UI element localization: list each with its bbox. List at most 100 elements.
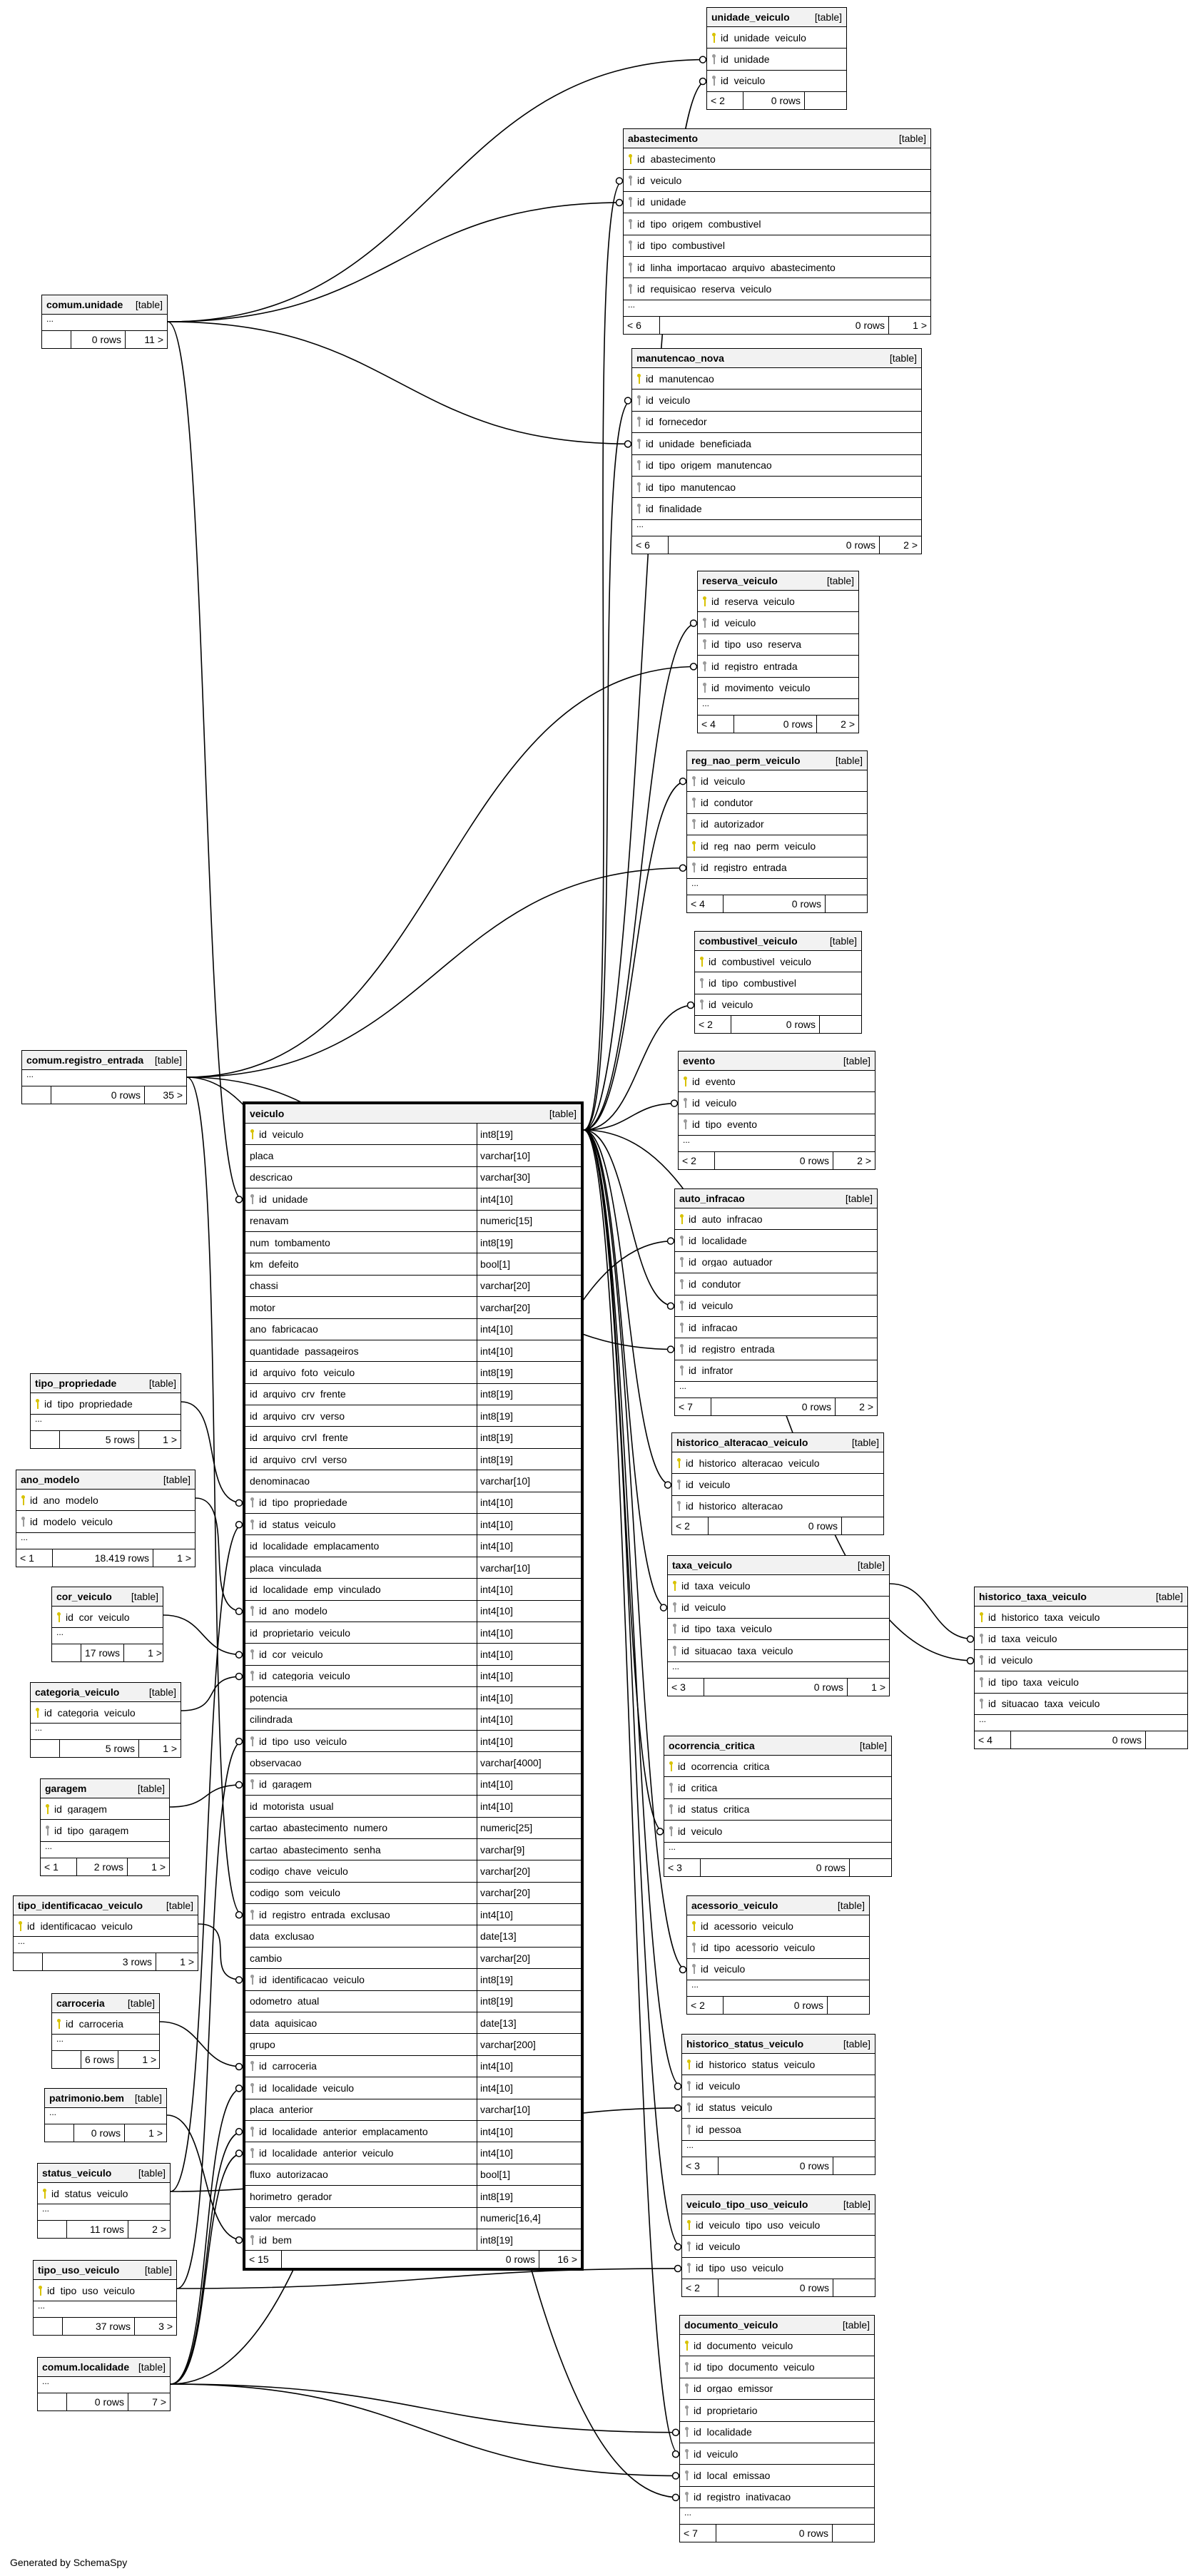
column-row[interactable]: id_garagem	[41, 1798, 169, 1821]
column-row[interactable]: id_tipo_origem_combustivel	[624, 213, 930, 235]
parent-count[interactable]	[38, 2221, 66, 2238]
column-row[interactable]: id_veiculo	[664, 1821, 891, 1843]
column-row[interactable]: id_veiculo	[687, 1959, 869, 1981]
column-row[interactable]: id_orgao_autuador	[675, 1252, 877, 1274]
parent-count[interactable]: < 7	[679, 1401, 693, 1413]
child-count[interactable]: 1 >	[138, 1431, 181, 1449]
column-row[interactable]: id_acessorio_veiculo	[687, 1915, 869, 1938]
child-count[interactable]: 1 >	[124, 2124, 166, 2142]
child-count[interactable]	[825, 895, 867, 912]
child-count[interactable]: 7 >	[128, 2393, 170, 2410]
column-row[interactable]: id_registro_inativacao	[680, 2487, 874, 2509]
column-row[interactable]: id_ano_modelo	[16, 1490, 195, 1512]
column-row[interactable]: id_veiculo_tipo_uso_veiculo	[682, 2214, 875, 2236]
column-row[interactable]: id_veiculo	[632, 390, 921, 412]
child-count[interactable]	[849, 1858, 891, 1876]
column-row[interactable]: id_reserva_veiculo	[698, 591, 858, 613]
column-row[interactable]: id_taxa_veiculo	[975, 1628, 1187, 1650]
column-row[interactable]: id_pessoa	[682, 2119, 875, 2141]
column-row[interactable]: id_categoria_veiculo	[31, 1702, 181, 1724]
parent-count[interactable]	[31, 1740, 59, 1757]
child-count[interactable]	[841, 1517, 883, 1535]
child-count[interactable]	[832, 2525, 874, 2542]
child-count[interactable]: 1 >	[127, 1858, 169, 1875]
column-row[interactable]: id_historico_alteracao	[672, 1496, 883, 1518]
column-row[interactable]: id_status_veiculo	[38, 2183, 170, 2205]
column-row[interactable]: id_infrator	[675, 1360, 877, 1383]
child-count[interactable]: 2 >	[835, 1398, 877, 1416]
column-row[interactable]: id_veiculo	[687, 770, 867, 793]
column-row[interactable]: id_veiculo	[682, 2075, 875, 2097]
table-combustivel-veiculo[interactable]: combustivel_veiculo[table]id_combustivel…	[694, 931, 862, 1034]
child-count[interactable]: 1 >	[156, 1953, 198, 1971]
child-count[interactable]: 1 >	[118, 2051, 160, 2069]
column-row[interactable]: id_reg_nao_perm_veiculo	[687, 835, 867, 857]
child-count[interactable]: 1 >	[888, 316, 930, 334]
column-row[interactable]: id_tipo_combustivel	[695, 972, 861, 994]
column-row[interactable]: id_unidade	[624, 192, 930, 214]
column-row[interactable]: id_tipo_documento_veiculo	[680, 2356, 874, 2378]
column-row[interactable]: id_veiculo	[624, 170, 930, 192]
column-row[interactable]: id_veiculo	[682, 2236, 875, 2258]
table-tipo-propriedade[interactable]: tipo_propriedade[table]id_tipo_proprieda…	[30, 1373, 181, 1450]
table-historico-alteracao-veiculo[interactable]: historico_alteracao_veiculo[table]id_his…	[671, 1432, 884, 1536]
parent-count[interactable]	[45, 2124, 73, 2142]
column-row[interactable]: id_evento	[679, 1071, 875, 1093]
child-count[interactable]: 1 >	[847, 1678, 889, 1696]
column-row[interactable]: id_status_veiculo	[682, 2097, 875, 2119]
column-row[interactable]: id_tipo_evento	[679, 1114, 875, 1136]
parent-count[interactable]	[31, 1431, 59, 1448]
column-row[interactable]: id_linha_importacao_arquivo_abasteciment…	[624, 257, 930, 279]
column-row[interactable]: id_requisicao_reserva_veiculo	[624, 278, 930, 300]
column-row[interactable]: id_localidade	[675, 1230, 877, 1252]
parent-count[interactable]: < 2	[686, 2282, 700, 2294]
column-row[interactable]: id_auto_infracao	[675, 1208, 877, 1231]
child-count[interactable]: 2 >	[128, 2221, 170, 2239]
column-row[interactable]: id_documento_veiculo	[680, 2335, 874, 2357]
column-row[interactable]: id_tipo_garagem	[41, 1820, 169, 1842]
table-unidade-veiculo[interactable]: unidade_veiculo[table]id_unidade_veiculo…	[706, 7, 847, 111]
column-row[interactable]: id_situacao_taxa_veiculo	[975, 1694, 1187, 1715]
parent-count[interactable]: < 4	[701, 718, 716, 730]
column-row[interactable]: id_veiculo	[707, 71, 846, 93]
parent-count[interactable]: < 1	[44, 1860, 59, 1873]
child-count[interactable]	[819, 1016, 861, 1034]
column-row[interactable]: id_historico_status_veiculo	[682, 2054, 875, 2076]
column-row[interactable]: id_tipo_uso_veiculo	[682, 2258, 875, 2280]
column-row[interactable]: id_combustivel_veiculo	[695, 951, 861, 973]
column-row[interactable]: id_critica	[664, 1777, 891, 1799]
column-row[interactable]: id_veiculo	[668, 1597, 889, 1619]
parent-count[interactable]	[38, 2393, 66, 2410]
parent-count[interactable]	[34, 2318, 62, 2335]
parent-count[interactable]: < 4	[691, 897, 705, 910]
column-row[interactable]: id_modelo_veiculo	[16, 1511, 195, 1533]
